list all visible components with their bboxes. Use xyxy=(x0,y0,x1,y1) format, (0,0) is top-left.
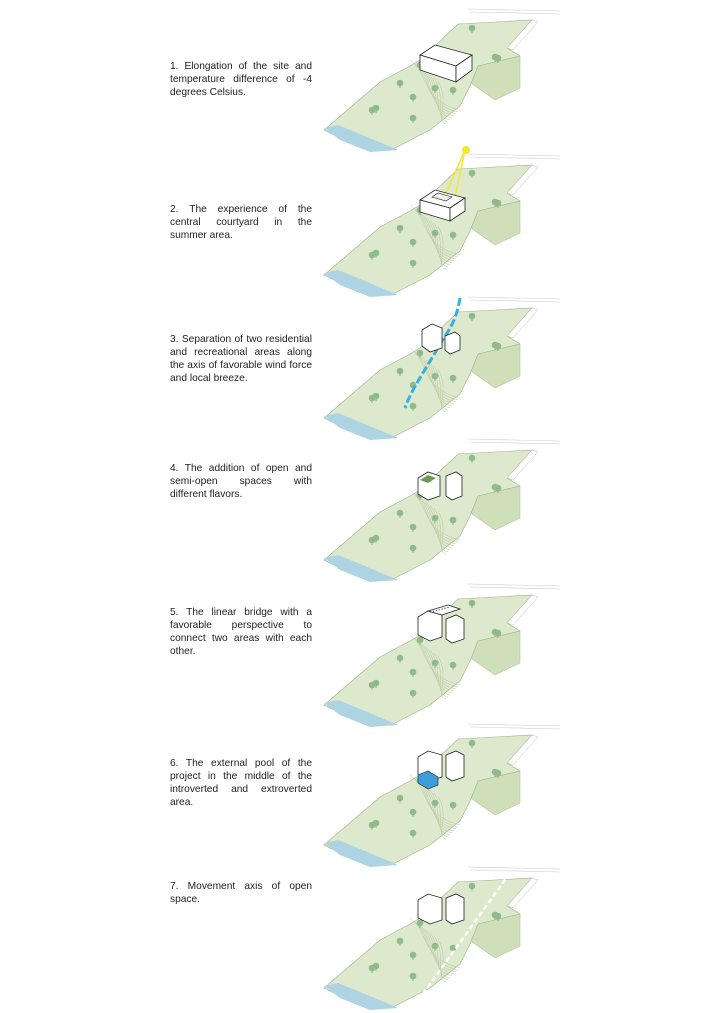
step-caption: 5. The linear bridge with a favorable pe… xyxy=(170,607,312,657)
tree-icon xyxy=(372,392,380,401)
river xyxy=(324,413,398,440)
step-caption: 6. The external pool of the project in t… xyxy=(170,758,312,808)
tree-icon xyxy=(416,349,424,358)
tree-icon xyxy=(396,937,404,946)
river xyxy=(324,700,398,727)
tree-icon xyxy=(396,224,404,233)
tree-icon xyxy=(494,912,502,921)
tree-icon xyxy=(409,829,417,838)
tree-icon xyxy=(431,659,439,668)
tree-icon xyxy=(409,259,417,268)
tree-icon xyxy=(468,454,476,463)
tree-icon xyxy=(468,599,476,608)
tree-icon xyxy=(449,374,457,383)
tree-icon xyxy=(409,114,417,123)
tree-icon xyxy=(372,534,380,543)
tree-icon xyxy=(409,808,417,817)
tree-icon xyxy=(494,769,502,778)
tree-icon xyxy=(409,668,417,677)
tree-icon xyxy=(431,372,439,381)
tree-icon xyxy=(468,739,476,748)
tree-icon xyxy=(409,93,417,102)
tree-icon xyxy=(416,919,424,928)
tree-icon xyxy=(468,312,476,321)
tree-icon xyxy=(409,951,417,960)
tree-icon xyxy=(396,794,404,803)
site-diagram-open-spaces xyxy=(310,430,570,582)
site-diagram-pool xyxy=(310,715,570,867)
sun-icon xyxy=(462,146,470,154)
tree-icon xyxy=(449,516,457,525)
river xyxy=(324,555,398,582)
tree-icon xyxy=(372,819,380,828)
tree-icon xyxy=(494,54,502,63)
site-diagram-bridge xyxy=(310,575,570,727)
tree-icon xyxy=(396,367,404,376)
step-caption: 2. The experience of the central courtya… xyxy=(170,204,312,241)
tree-icon xyxy=(372,104,380,113)
tree-icon xyxy=(468,882,476,891)
tree-icon xyxy=(409,972,417,981)
tree-icon xyxy=(494,342,502,351)
river xyxy=(324,270,398,297)
site-diagram-wind-axis xyxy=(310,288,570,440)
tree-icon xyxy=(409,689,417,698)
tree-icon xyxy=(468,169,476,178)
tree-icon xyxy=(431,942,439,951)
tree-icon xyxy=(494,629,502,638)
tree-icon xyxy=(396,79,404,88)
tree-icon xyxy=(449,86,457,95)
tree-icon xyxy=(409,402,417,411)
tree-icon xyxy=(468,24,476,33)
tree-icon xyxy=(449,661,457,670)
tree-icon xyxy=(431,799,439,808)
pool xyxy=(417,770,439,790)
tree-icon xyxy=(409,238,417,247)
site-diagram-courtyard-sun xyxy=(310,145,570,297)
step-caption: 3. Separation of two residential and rec… xyxy=(170,334,312,384)
tree-icon xyxy=(416,636,424,645)
tree-icon xyxy=(494,199,502,208)
tree-icon xyxy=(494,484,502,493)
step-caption: 1. Elongation of the site and temperatur… xyxy=(170,61,312,98)
tree-icon xyxy=(396,654,404,663)
river xyxy=(324,840,398,867)
tree-icon xyxy=(372,962,380,971)
tree-icon xyxy=(431,514,439,523)
tree-icon xyxy=(409,523,417,532)
step-caption: 4. The addition of open and semi-open sp… xyxy=(170,463,312,500)
site-diagram-movement-axis xyxy=(310,858,570,1010)
tree-icon xyxy=(449,231,457,240)
tree-icon xyxy=(409,544,417,553)
tree-icon xyxy=(431,84,439,93)
tree-icon xyxy=(396,509,404,518)
tree-icon xyxy=(431,229,439,238)
site-diagram-massing-box xyxy=(310,0,570,152)
tree-icon xyxy=(372,679,380,688)
river xyxy=(324,125,398,152)
tree-icon xyxy=(449,801,457,810)
tree-icon xyxy=(372,249,380,258)
step-caption: 7. Movement axis of open space. xyxy=(170,881,312,905)
